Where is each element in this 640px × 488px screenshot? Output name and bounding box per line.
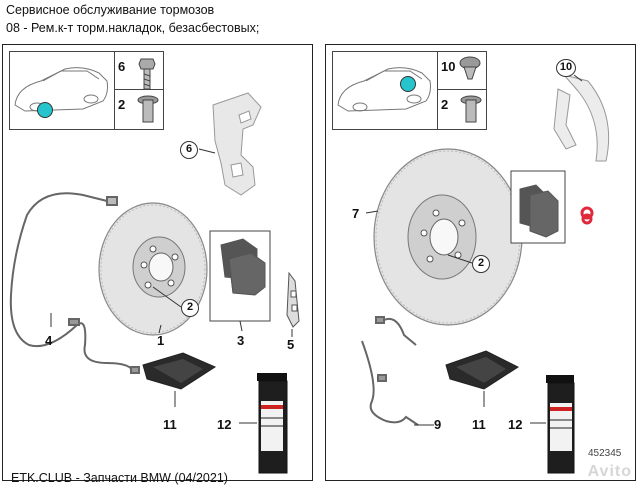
diagram-panel-right: 10 2 10 2 7 9 11 12 [325, 44, 636, 481]
inset-number-screw: 10 [441, 59, 456, 74]
left-inset-box: 6 2 [9, 51, 164, 130]
car-outline-icon [337, 67, 431, 112]
wear-sensor-wire [9, 192, 140, 374]
inset-number-guide-bolt: 2 [441, 97, 449, 112]
location-marker [37, 102, 53, 118]
callout-bolt[interactable]: 2 [181, 299, 199, 317]
bolt-icon [138, 58, 156, 90]
brake-disc [373, 148, 523, 326]
inset-cell-screw: 10 [437, 52, 486, 90]
seal-ring [580, 206, 594, 225]
car-location-box [333, 52, 438, 129]
image-number: 452345 [588, 448, 622, 459]
caliper-carrier [212, 92, 262, 196]
wear-sensor-wire [361, 316, 419, 426]
inset-cell-guide-bolt: 2 [437, 90, 486, 128]
paste-packet [142, 352, 217, 390]
label-spray[interactable]: 12 [508, 417, 523, 432]
brake-disc [98, 202, 208, 336]
right-diagram-drawing [337, 56, 610, 474]
spray-can [546, 375, 575, 474]
car-location-box [10, 52, 115, 129]
callout-bolt[interactable]: 2 [472, 255, 490, 273]
left-diagram-drawing [9, 58, 300, 474]
label-wear-sensor[interactable]: 9 [434, 417, 442, 432]
guide-bolt-icon [137, 95, 159, 123]
avito-watermark: Avito [587, 463, 632, 480]
screw-icon [459, 56, 481, 80]
label-paste[interactable]: 11 [472, 417, 486, 432]
callout-carrier[interactable]: 6 [180, 141, 198, 159]
brake-pads [519, 184, 559, 238]
right-inset-box: 10 2 [332, 51, 487, 130]
header-subtitle: 08 - Рем.к-т торм.накладок, безасбестовы… [6, 21, 260, 35]
inset-cell-bolt: 6 [114, 52, 163, 90]
header-title: Сервисное обслуживание тормозов [6, 3, 215, 17]
diagram-panel-left: 6 2 6 2 1 3 4 5 11 12 [2, 44, 313, 481]
guide-bolt-icon [460, 95, 482, 123]
location-marker [400, 76, 416, 92]
dust-shield [553, 74, 610, 162]
label-wear-sensor[interactable]: 4 [45, 333, 53, 348]
label-spray[interactable]: 12 [217, 417, 232, 432]
brake-pads [220, 238, 266, 296]
inset-number-guide-bolt: 2 [118, 97, 126, 112]
label-brake-disc[interactable]: 1 [157, 333, 165, 348]
label-brake-disc[interactable]: 7 [352, 206, 360, 221]
callout-dust-shield[interactable]: 10 [556, 59, 576, 77]
label-brake-pads[interactable]: 3 [237, 333, 245, 348]
inset-number-bolt: 6 [118, 59, 126, 74]
spray-can [257, 373, 288, 474]
footer-caption: ETK.CLUB - Запчасти BMW (04/2021) [11, 471, 228, 485]
paste-packet [445, 350, 520, 390]
label-spring-clip[interactable]: 5 [287, 337, 295, 352]
spring-clip [286, 271, 300, 328]
label-paste[interactable]: 11 [163, 417, 177, 432]
inset-cell-guide-bolt: 2 [114, 90, 163, 128]
